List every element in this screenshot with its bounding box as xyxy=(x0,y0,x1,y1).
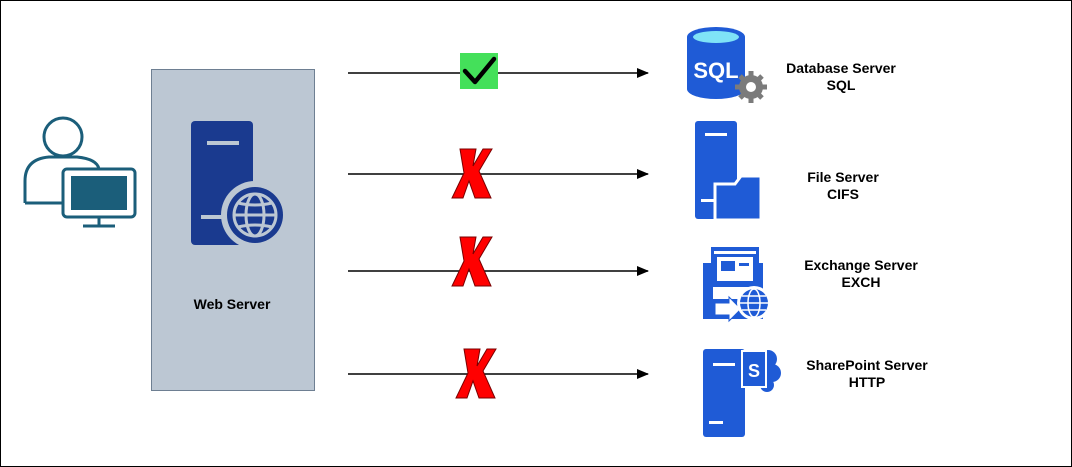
file-server-icon xyxy=(695,121,763,222)
server-name: Database Server xyxy=(786,60,896,76)
server-protocol: HTTP xyxy=(848,374,886,390)
web-server-label: Web Server xyxy=(193,296,271,312)
exchange-server-icon xyxy=(703,247,771,323)
database-server-label: Database Server SQL xyxy=(771,60,911,94)
server-protocol: EXCH xyxy=(841,274,881,290)
sql-database-icon: SQL xyxy=(687,27,767,103)
sql-icon-text: SQL xyxy=(693,58,738,83)
blocked-x-icon xyxy=(451,148,493,199)
file-server-label: File Server CIFS xyxy=(773,169,913,203)
blocked-x-icon xyxy=(451,236,493,287)
exchange-server-label: Exchange Server EXCH xyxy=(791,257,931,291)
sharepoint-server-label: SharePoint Server HTTP xyxy=(792,357,942,391)
server-name: SharePoint Server xyxy=(806,357,928,373)
sharepoint-icon-text: S xyxy=(748,361,760,381)
server-protocol: SQL xyxy=(826,77,856,93)
blocked-x-icon xyxy=(455,348,497,399)
web-server-icon xyxy=(191,121,289,249)
server-protocol: CIFS xyxy=(827,186,859,202)
sharepoint-server-icon: S xyxy=(703,349,781,437)
server-name: File Server xyxy=(807,169,879,185)
server-name: Exchange Server xyxy=(804,257,918,273)
check-mark-icon xyxy=(460,53,498,89)
user-computer-icon xyxy=(23,116,137,228)
